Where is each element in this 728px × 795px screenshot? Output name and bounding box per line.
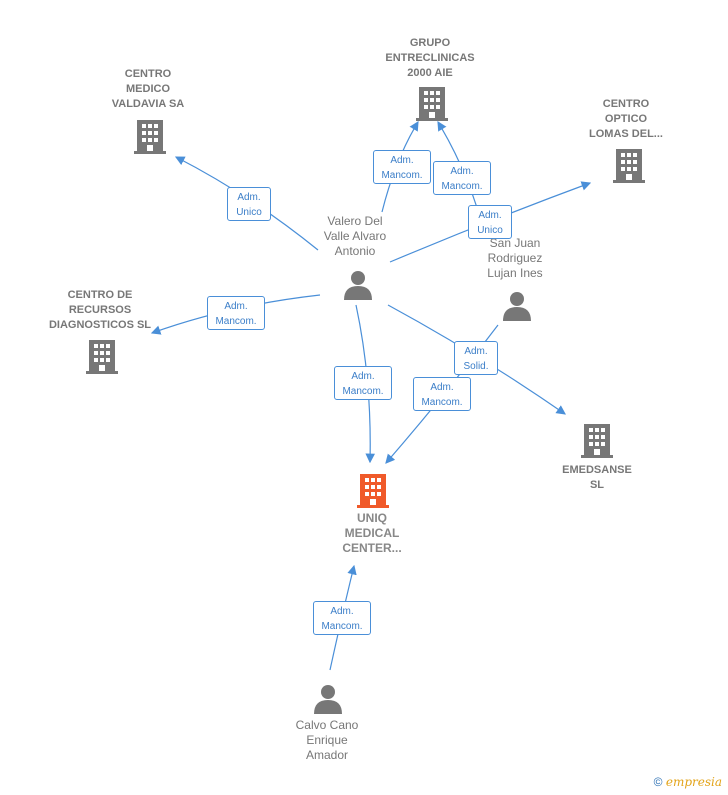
- person-icon[interactable]: [502, 291, 532, 321]
- building-icon[interactable]: [613, 147, 645, 183]
- node-label-calvo[interactable]: Calvo Cano Enrique Amador: [295, 718, 359, 762]
- node-label-grupo-entreclinicas[interactable]: GRUPO ENTRECLINICAS 2000 AIE: [385, 37, 475, 79]
- building-icon[interactable]: [134, 118, 166, 154]
- node-label-centro-optico[interactable]: CENTRO OPTICO LOMAS DEL...: [589, 98, 663, 140]
- building-icon[interactable]: [581, 422, 613, 458]
- copyright-icon: ©: [653, 775, 663, 789]
- node-label-sanjuan[interactable]: San Juan Rodriguez Lujan Ines: [487, 236, 543, 280]
- edge-tag-calvo-uniq[interactable]: Adm. Mancom.: [313, 601, 371, 635]
- edge-tag-valero-emedsanse[interactable]: Adm. Solid.: [454, 341, 498, 375]
- person-icon[interactable]: [313, 684, 343, 714]
- node-label-centro-recursos[interactable]: CENTRO DE RECURSOS DIAGNOSTICOS SL: [48, 289, 152, 331]
- node-label-centro-medico[interactable]: CENTRO MEDICO VALDAVIA SA: [111, 68, 185, 110]
- edge-tag-valero-centro-medico[interactable]: Adm. Unico: [227, 187, 271, 221]
- building-icon[interactable]: [416, 85, 448, 121]
- node-label-valero[interactable]: Valero Del Valle Alvaro Antonio: [323, 214, 387, 258]
- edge-tag-valero-grupo[interactable]: Adm. Mancom.: [373, 150, 431, 184]
- person-icon[interactable]: [343, 270, 373, 300]
- edge-tag-valero-centro-optico[interactable]: Adm. Unico: [468, 205, 512, 239]
- edge-tag-valero-uniq[interactable]: Adm. Mancom.: [334, 366, 392, 400]
- building-icon[interactable]: [86, 338, 118, 374]
- node-label-emedsanse[interactable]: EMEDSANSE SL: [562, 464, 632, 491]
- node-label-uniq[interactable]: UNIQ MEDICAL CENTER...: [342, 511, 402, 555]
- footer-brand[interactable]: © empresia: [654, 775, 722, 789]
- edge-tag-valero-recursos[interactable]: Adm. Mancom.: [207, 296, 265, 330]
- edge-tag-sanjuan-grupo[interactable]: Adm. Mancom.: [433, 161, 491, 195]
- building-icon-focus[interactable]: [357, 472, 389, 508]
- edge-tag-sanjuan-uniq[interactable]: Adm. Mancom.: [413, 377, 471, 411]
- brand-name: empresia: [665, 775, 722, 789]
